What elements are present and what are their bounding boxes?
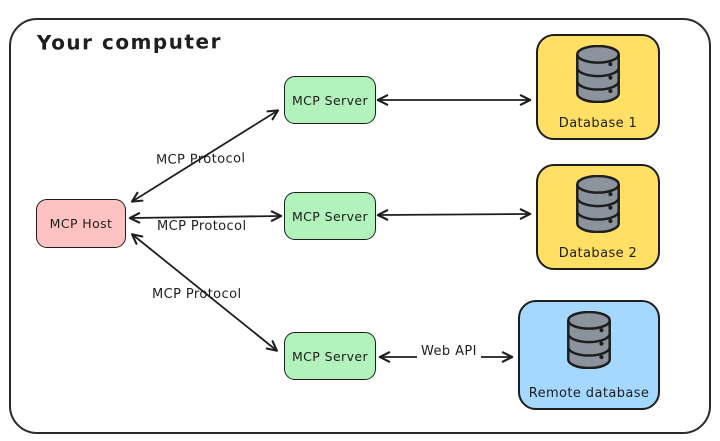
edge-label-mcp-protocol-1: MCP Protocol [155, 151, 246, 168]
remote-database-label: Remote database [528, 386, 650, 401]
node-mcp-host: MCP Host [36, 199, 126, 248]
mcp-server-1-label: MCP Server [291, 92, 368, 108]
node-mcp-server-3: MCP Server [284, 332, 376, 380]
edge-label-web-api: Web API [417, 344, 481, 359]
mcp-server-2-label: MCP Server [291, 208, 368, 224]
database-icon [576, 45, 620, 103]
database-1-label: Database 1 [558, 116, 638, 131]
edge-server2-database2 [376, 208, 532, 221]
database-icon [567, 311, 611, 369]
node-database-2: Database 2 [536, 164, 660, 270]
node-mcp-server-2: MCP Server [284, 192, 376, 240]
edge-label-mcp-protocol-3: MCP Protocol [152, 287, 242, 302]
database-2-label: Database 2 [558, 246, 638, 261]
node-database-1: Database 1 [536, 34, 660, 140]
node-remote-database: Remote database [518, 300, 660, 410]
mcp-server-3-label: MCP Server [291, 348, 368, 364]
edge-label-mcp-protocol-2: MCP Protocol [157, 219, 247, 234]
edge-host-server2 [128, 210, 283, 224]
database-icon [576, 175, 620, 233]
mcp-host-label: MCP Host [49, 216, 113, 231]
edge-host-server3 [131, 233, 278, 352]
edge-host-server1 [130, 109, 280, 203]
node-mcp-server-1: MCP Server [284, 76, 376, 124]
